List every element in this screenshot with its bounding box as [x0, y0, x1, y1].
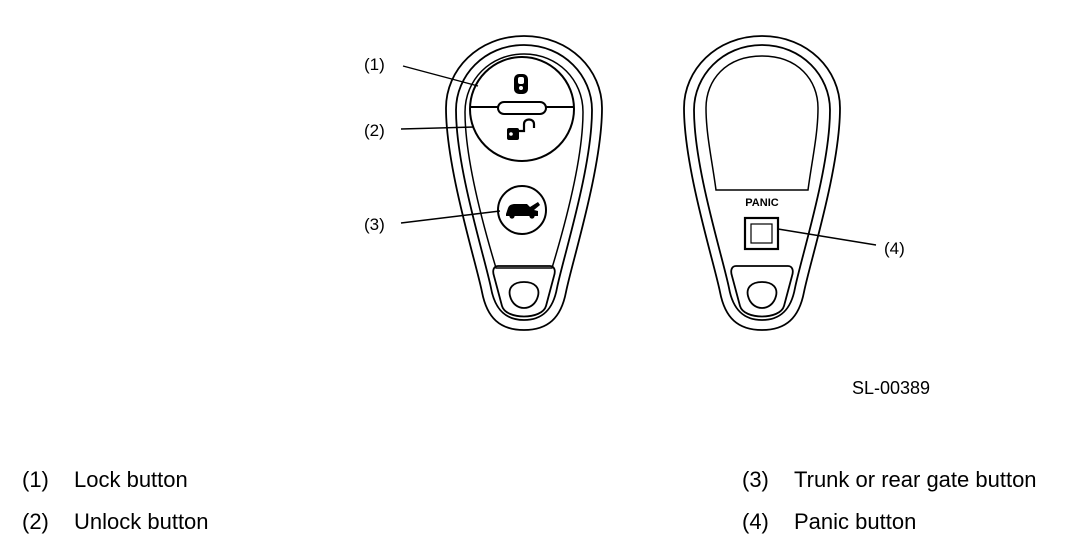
- leader-3: [400, 210, 501, 224]
- remote-back-inner-shell: [693, 44, 831, 321]
- legend-number: (1): [22, 467, 49, 492]
- callout-1: (1): [364, 55, 385, 74]
- legend-number: (4): [742, 509, 769, 534]
- trunk-icon: [506, 202, 540, 219]
- legend-number: (3): [742, 467, 769, 492]
- legend-number: (2): [22, 509, 49, 534]
- callout-3: (3): [364, 215, 385, 234]
- remote-front-inner-shell: [455, 44, 593, 321]
- leader-2: [400, 126, 475, 130]
- unlock-icon: [507, 118, 536, 140]
- leader-1: [402, 65, 479, 87]
- panic-button-inner: [750, 223, 773, 244]
- panic-text: PANIC: [745, 197, 778, 209]
- callout-leaders: [400, 65, 877, 246]
- legend-text: Lock button: [74, 467, 188, 492]
- remote-back-outer-shell: [683, 35, 841, 331]
- leader-4: [777, 228, 877, 246]
- legend-text: Panic button: [794, 509, 917, 534]
- legend-item-panic: (4) Panic button: [742, 509, 916, 535]
- legend-item-unlock: (2) Unlock button: [22, 509, 209, 535]
- legend-text: Unlock button: [74, 509, 209, 534]
- remote-back-ring-hole: [746, 281, 778, 309]
- legend-item-lock: (1) Lock button: [22, 467, 188, 493]
- remote-front-ring-frame: [492, 265, 556, 318]
- lock-icon: [514, 74, 528, 94]
- legend-item-trunk: (3) Trunk or rear gate button: [742, 467, 1037, 493]
- lock-unlock-button[interactable]: [469, 56, 575, 162]
- remote-front-ring-hole: [508, 281, 540, 309]
- remote-front-outer-shell: [445, 35, 603, 331]
- figure-id: SL-00389: [852, 378, 931, 398]
- legend-text: Trunk or rear gate button: [794, 467, 1037, 492]
- callout-2: (2): [364, 121, 385, 140]
- remote-front-face-panel: [464, 53, 584, 269]
- remote-front: [445, 35, 603, 331]
- remote-back: [683, 35, 841, 331]
- callout-4: (4): [884, 239, 905, 258]
- remote-back-ring-frame: [730, 265, 794, 318]
- remote-back-label-panel: [705, 55, 819, 191]
- trunk-button[interactable]: [497, 185, 547, 235]
- lock-unlock-slot: [497, 101, 547, 115]
- panic-button[interactable]: [743, 216, 780, 251]
